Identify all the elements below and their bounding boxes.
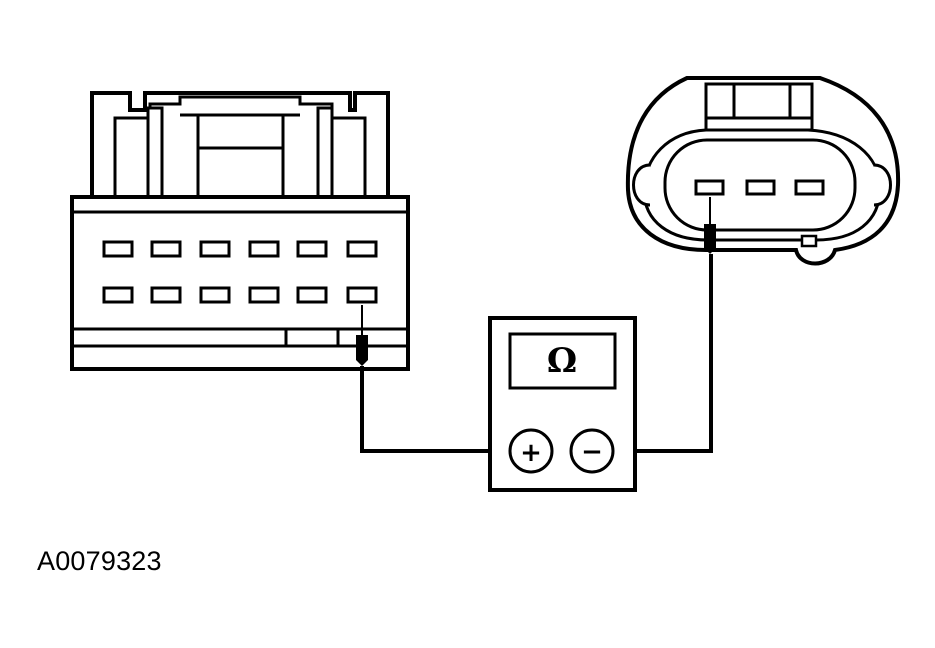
right-connector-pin	[794, 179, 825, 196]
right-connector-side-bump-left	[632, 163, 651, 207]
left-connector-pin	[199, 286, 231, 304]
right-connector-key-notch	[800, 234, 818, 248]
positive-lead-wire	[360, 366, 509, 453]
right-connector-latch-tab	[704, 82, 814, 132]
left-connector-body	[70, 195, 410, 371]
ohmmeter: Ω + −	[488, 316, 637, 492]
left-connector-pin	[296, 240, 328, 258]
left-connector-latch-slot	[196, 113, 285, 200]
right-connector-side-bump-right	[873, 163, 892, 207]
left-connector-pin-tested	[346, 286, 378, 304]
left-connector-latch-leg-right	[316, 106, 334, 200]
left-connector-pin	[346, 240, 378, 258]
right-connector	[625, 76, 901, 266]
left-connector-pin	[150, 286, 182, 304]
left-probe	[356, 305, 368, 366]
left-connector-pin	[199, 240, 231, 258]
figure-id-label: A0079323	[37, 546, 162, 576]
ohm-symbol: Ω	[547, 341, 577, 381]
left-connector-latch-leg-left	[146, 106, 164, 200]
left-connector-pin	[296, 286, 328, 304]
left-connector	[70, 91, 410, 371]
positive-terminal-label: +	[520, 438, 542, 468]
left-connector-latch-frame	[113, 95, 367, 210]
left-connector-pin	[248, 240, 280, 258]
left-connector-pin	[248, 286, 280, 304]
negative-terminal-label: −	[581, 437, 603, 467]
right-connector-pin-tested	[694, 179, 725, 196]
negative-terminal	[569, 428, 615, 474]
ohmmeter-display	[508, 332, 617, 390]
negative-lead-wire	[612, 254, 713, 453]
left-connector-pin	[150, 240, 182, 258]
left-connector-pin	[102, 286, 134, 304]
left-connector-pin-row-1	[102, 240, 378, 258]
right-connector-pin	[745, 179, 776, 196]
left-connector-pin	[102, 240, 134, 258]
right-probe	[704, 197, 716, 254]
left-connector-pin-row-2	[102, 286, 378, 304]
positive-terminal	[508, 428, 554, 474]
